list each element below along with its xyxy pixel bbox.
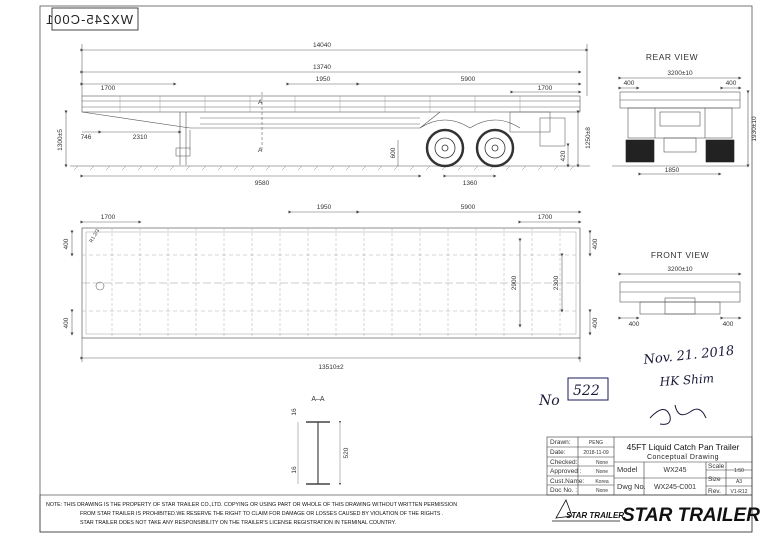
- tb-rev-label: Rev.: [708, 488, 721, 495]
- dim-746: 746: [81, 134, 92, 141]
- top-dim-1700-right: 1700: [538, 214, 553, 221]
- front-view-label: FRONT VIEW: [651, 250, 709, 260]
- section-dim-bottom: 16: [291, 466, 298, 474]
- rear-view-label: REAR VIEW: [646, 52, 698, 62]
- tb-rev-value: V1-R12: [731, 489, 748, 495]
- rear-dim-track: 1850: [665, 167, 680, 174]
- rear-view: [612, 76, 750, 176]
- top-dim-2300: 2300: [553, 275, 560, 290]
- top-dim-400-tr: 400: [592, 238, 599, 249]
- top-dim-1950: 1950: [317, 204, 332, 211]
- dim-1360: 1360: [463, 180, 478, 187]
- tb-label-cust: Cust.Name:: [550, 478, 585, 485]
- star-icon: [555, 499, 573, 519]
- tb-model-label: Model: [617, 465, 638, 474]
- section-aa-dims: 16 16 520: [291, 408, 350, 474]
- sheet-border: [39, 5, 753, 533]
- tb-label-doc: Doc No. :: [550, 487, 577, 494]
- title-block: [39, 436, 753, 533]
- top-dim-5900: 5900: [461, 204, 476, 211]
- rear-dim-height: 1930±10: [751, 116, 758, 142]
- top-dim-400-bl: 400: [63, 317, 70, 328]
- tb-dwg-label: Dwg No.: [617, 482, 646, 491]
- stamp-code: WX245-C001: [45, 12, 133, 27]
- wheels: [425, 128, 515, 168]
- star-trailer-logo: STAR TRAILER STAR TRAILER: [552, 499, 760, 526]
- tb-value-drawn: PENG: [589, 440, 603, 446]
- tb-subtitle: Conceptual Drawing: [647, 454, 719, 461]
- top-dim-2900: 2900: [511, 275, 518, 290]
- logo-big-text: STAR TRAILER: [622, 505, 760, 526]
- note-line-2: FROM STAR TRAILER IS PROHIBITED.WE RESER…: [80, 511, 443, 517]
- tb-scale-value: 1:50: [734, 468, 744, 474]
- front-dim-left: 400: [629, 321, 640, 328]
- handwritten-no-label: No: [538, 393, 560, 409]
- tb-size-value: A3: [736, 479, 742, 485]
- dim-1950: 1950: [316, 76, 331, 83]
- handwritten-date: Nov. 21. 2018: [642, 344, 735, 369]
- tb-label-approved: Approved :: [550, 468, 582, 475]
- rear-dim-right: 400: [726, 80, 737, 87]
- ground-hatch: [73, 165, 575, 171]
- tb-value-approved: None: [596, 469, 608, 475]
- tb-label-date: Date:: [550, 449, 566, 456]
- tb-scale-label: Scale: [708, 463, 725, 470]
- dim-2310: 2310: [133, 134, 148, 141]
- handwritten-no-box: [567, 377, 609, 401]
- dim-overall: 14040: [313, 42, 331, 49]
- section-dim-height: 520: [343, 447, 350, 458]
- handwritten-annotations: Nov. 21. 2018 HK Shim No 522: [538, 344, 735, 425]
- front-view-dims: 3200±10 400 400: [629, 266, 734, 328]
- section-dim-top: 16: [291, 408, 298, 416]
- tb-label-drawn: Drawn:: [550, 439, 571, 446]
- stamp-code-box: WX245-C001: [45, 7, 139, 31]
- dim-420: 420: [560, 150, 567, 161]
- front-view: [618, 272, 742, 320]
- top-dim-400-tl: 400: [63, 238, 70, 249]
- title-block-rows: Drawn: PENG Date: 2018-11-09 Checked: No…: [550, 439, 609, 494]
- tb-value-cust: Korea: [595, 479, 609, 485]
- dim-1700-left: 1700: [101, 85, 116, 92]
- front-dim-width: 3200±10: [667, 266, 693, 273]
- section-aa-label: A–A: [311, 396, 325, 403]
- top-dim-13510: 13510±2: [318, 364, 344, 371]
- front-dim-right: 400: [723, 321, 734, 328]
- note-line-3: STAR TRAILER DOES NOT TAKE ANY RESPONSIB…: [80, 520, 396, 526]
- section-aa: [297, 420, 342, 486]
- tb-size-label: Size: [708, 476, 721, 483]
- top-dim-1700: 1700: [101, 214, 116, 221]
- top-view-dims: 1700 1950 5900 1700 400 400 400 400 2900…: [63, 204, 599, 371]
- handwritten-name: HK Shim: [658, 371, 714, 389]
- tb-label-checked: Checked:: [550, 459, 578, 466]
- section-mark-top: A: [258, 99, 263, 106]
- side-view-dims: 14040 13740 1950 5900 1700 1700 746 2310…: [57, 42, 592, 187]
- logo-small-text: STAR TRAILER: [566, 511, 624, 520]
- dim-9580: 9580: [255, 180, 270, 187]
- tb-value-doc: None: [596, 488, 608, 494]
- top-dim-radius: R1.2/3: [89, 228, 102, 244]
- tb-dwg-value: WX245-C001: [654, 484, 696, 491]
- rear-dim-left: 400: [624, 80, 635, 87]
- dim-5900: 5900: [461, 76, 476, 83]
- tb-title: 45FT Liquid Catch Pan Trailer: [627, 442, 740, 452]
- dim-deck: 13740: [313, 64, 331, 71]
- dim-1700-right: 1700: [538, 85, 553, 92]
- rear-dim-width: 3200±10: [667, 70, 693, 77]
- dim-1250: 1250±8: [585, 127, 592, 149]
- tb-value-date: 2018-11-09: [583, 450, 608, 456]
- rear-view-dims: 3200±10 400 400 1930±10 1850: [624, 70, 758, 174]
- tb-value-checked: None: [596, 460, 608, 466]
- top-view: [70, 210, 592, 362]
- tb-model-value: WX245: [664, 467, 687, 474]
- legal-note: NOTE: THIS DRAWING IS THE PROPERTY OF ST…: [46, 502, 457, 526]
- side-view: [64, 44, 590, 178]
- section-mark-bottom: A: [258, 147, 263, 154]
- dim-1300: 1300±5: [57, 129, 64, 151]
- note-line-1: NOTE: THIS DRAWING IS THE PROPERTY OF ST…: [46, 502, 457, 508]
- dim-600: 600: [390, 147, 397, 158]
- signature: [649, 404, 707, 425]
- handwritten-no-value: 522: [573, 383, 600, 399]
- top-dim-400-br: 400: [592, 317, 599, 328]
